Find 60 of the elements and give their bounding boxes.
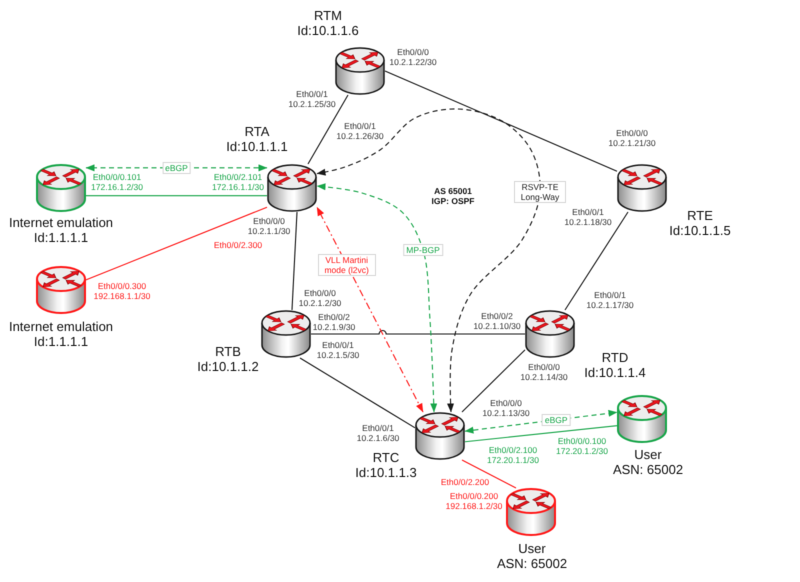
device-detail: Id:10.1.1.6 — [297, 23, 359, 38]
interface-label: Eth0/0/0 10.2.1.2/30 — [298, 288, 342, 308]
link-line — [384, 70, 618, 172]
device-name: RTD — [602, 350, 628, 365]
device-name: RTE — [687, 208, 713, 223]
device-name: Internet emulation — [8, 215, 114, 230]
interface-label: Eth0/0/0.100 172.20.1.2/30 — [556, 436, 608, 456]
device-detail: Id:1.1.1.1 — [34, 334, 88, 349]
link-line — [300, 358, 416, 428]
interface-label: Eth0/0/2.100 172.20.1.1/30 — [487, 445, 539, 465]
device-detail: Id:10.1.1.2 — [197, 359, 259, 374]
link-line — [462, 349, 526, 412]
device-name: RTA — [244, 124, 270, 139]
link-line — [464, 425, 618, 442]
device-detail: Id:10.1.1.1 — [226, 139, 288, 154]
interface-label: Eth0/0/0 10.2.1.21/30 — [608, 128, 656, 148]
edge-label: RSVP-TE Long-Way — [514, 181, 566, 203]
interface-label: Eth0/0/0.300 192.168.1.1/30 — [94, 281, 150, 301]
interface-label: Eth0/0/1 10.2.1.5/30 — [316, 340, 360, 360]
network-note: AS 65001 IGP: OSPF — [430, 186, 476, 206]
edge-label: MP-BGP — [403, 244, 443, 256]
interface-label: Eth0/0/0 10.2.1.22/30 — [389, 47, 437, 67]
interface-label: Eth0/0/1 10.2.1.18/30 — [564, 207, 612, 227]
interface-label: Eth0/0/2 10.2.1.10/30 — [473, 311, 521, 331]
device-name: User — [518, 541, 546, 556]
interface-label: Eth0/0/2.200 — [440, 477, 490, 487]
dashed-arrow — [316, 108, 541, 412]
device-detail: Id:10.1.1.4 — [584, 365, 646, 380]
interface-label: Eth0/0/1 10.2.1.25/30 — [288, 89, 336, 109]
edge-label: VLL Martini mode (l2vc) — [318, 254, 376, 276]
device-name: Internet emulation — [8, 319, 114, 334]
edge-label: eBGP — [542, 414, 571, 426]
dashed-arrow — [316, 183, 438, 412]
device-detail: ASN: 65002 — [496, 556, 568, 571]
link-line — [311, 330, 525, 335]
interface-label: Eth0/0/0.200 192.168.1.2/30 — [446, 491, 502, 511]
device-detail: Id:10.1.1.3 — [355, 465, 417, 480]
link-line — [308, 94, 348, 164]
interface-label: Eth0/0/0 10.2.1.1/30 — [248, 216, 290, 236]
link-line — [462, 460, 516, 488]
interface-label: Eth0/0/1 10.2.1.17/30 — [586, 290, 634, 310]
interface-label: Eth0/0/2.300 — [214, 240, 262, 250]
device-detail: Id:10.1.1.5 — [669, 223, 731, 238]
link-line — [86, 195, 267, 196]
device-name: RTM — [314, 8, 342, 23]
interface-label: Eth0/0/1 10.2.1.26/30 — [336, 121, 384, 141]
device-name: RTC — [372, 450, 400, 465]
dashed-arrow — [316, 206, 424, 412]
interface-label: Eth0/0/1 10.2.1.6/30 — [356, 423, 400, 443]
interface-label: Eth0/0/2 10.2.1.9/30 — [312, 312, 356, 332]
link-line — [86, 206, 268, 280]
device-name: RTB — [215, 344, 241, 359]
interface-label: Eth0/0/0 10.2.1.14/30 — [520, 362, 568, 382]
interface-label: Eth0/0/2.101 172.16.1.1/30 — [212, 172, 264, 192]
device-detail: Id:1.1.1.1 — [34, 230, 88, 245]
interface-label: Eth0/0/0 10.2.1.13/30 — [482, 398, 530, 418]
interface-label: Eth0/0/0.101 172.16.1.2/30 — [91, 172, 143, 192]
device-detail: ASN: 65002 — [612, 462, 684, 477]
device-name: User — [634, 447, 662, 462]
edge-label: eBGP — [162, 162, 191, 174]
